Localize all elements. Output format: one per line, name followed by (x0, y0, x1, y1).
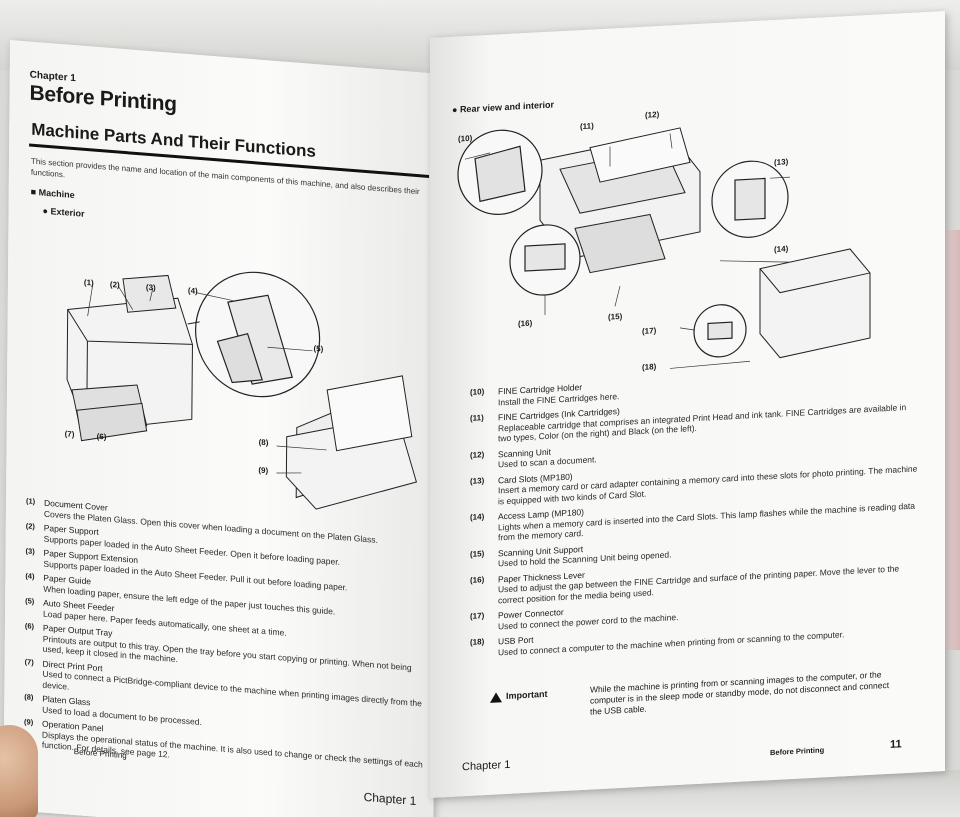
callout-7: (7) (64, 429, 75, 440)
thickness-lever-zoom (509, 224, 581, 296)
paper-guide-zoom-illustration (194, 271, 321, 398)
callout-10: (10) (458, 133, 473, 144)
printer-front-illustration (66, 274, 193, 442)
callout-17: (17) (642, 326, 657, 336)
left-page: Chapter 1 Before Printing Machine Parts … (3, 40, 440, 817)
usb-port-zoom (693, 304, 747, 358)
right-page-footer: Chapter 1 Before Printing 11 (450, 737, 920, 778)
callout-16: (16) (518, 318, 533, 329)
callout-2: (2) (109, 279, 120, 290)
exterior-diagram (66, 271, 418, 510)
thumb (0, 725, 38, 817)
right-page: ● Rear view and interior (430, 11, 945, 798)
card-slot-zoom (711, 160, 789, 238)
callout-5: (5) (313, 343, 324, 354)
callout-4: (4) (187, 286, 198, 296)
footer-label-left: Before Printing (73, 747, 127, 761)
printer-rear-illustration (759, 248, 871, 359)
printer-interior-illustration (539, 127, 701, 274)
footer-label-right: Before Printing (770, 745, 825, 758)
callout-1: (1) (83, 277, 94, 288)
important-label: Important (506, 688, 548, 702)
important-note: Important While the machine is printing … (490, 668, 910, 717)
background-red-packaging (940, 230, 960, 650)
intro-paragraph: This section provides the name and locat… (30, 156, 420, 197)
exterior-heading: ● Exterior (42, 205, 85, 219)
warning-icon (490, 691, 502, 703)
callout-18: (18) (642, 362, 657, 372)
callout-3: (3) (145, 282, 156, 293)
rear-interior-diagram (457, 127, 871, 369)
callout-8: (8) (258, 437, 269, 448)
page-number-right: 11 (890, 738, 902, 751)
printer-open-illustration (285, 375, 418, 510)
cartridge-holder-zoom (457, 129, 543, 215)
chapter-title: Before Printing (29, 81, 177, 117)
callout-15: (15) (608, 311, 623, 322)
machine-heading: ■ Machine (30, 186, 75, 201)
callout-11: (11) (580, 121, 594, 132)
callout-12: (12) (645, 109, 660, 120)
callout-14: (14) (774, 244, 789, 254)
chapter-tab-left: Chapter 1 (363, 789, 417, 808)
callout-13: (13) (774, 157, 789, 167)
callout-9: (9) (258, 465, 269, 476)
callout-6: (6) (96, 431, 107, 442)
footer-chapter-right: Chapter 1 (462, 758, 511, 774)
important-text: While the machine is printing from or sc… (590, 669, 890, 717)
